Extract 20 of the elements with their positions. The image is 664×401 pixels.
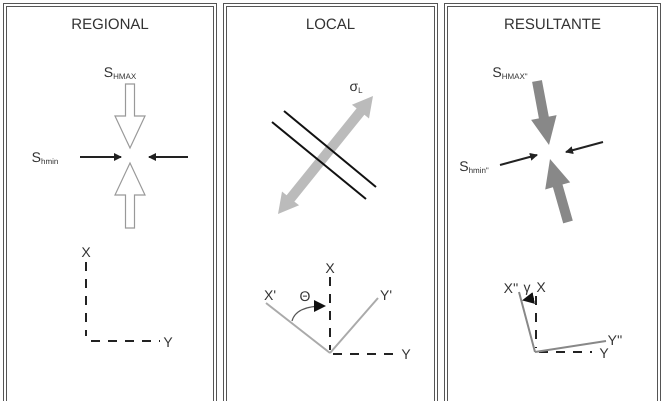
axis-label: γ <box>524 280 530 294</box>
axis-label: X <box>325 261 335 275</box>
axis-label: S$_{HMAX"}$ <box>492 65 528 79</box>
axis-label: σ$_{L}$ <box>349 79 363 93</box>
axis-label: X'' <box>504 281 518 295</box>
axis-label: Θ <box>300 289 310 303</box>
panel-heading: LOCAL <box>306 17 356 32</box>
axis-label: Y <box>599 346 609 360</box>
axis-label: X <box>81 245 91 259</box>
axis-label: X' <box>264 288 276 302</box>
axis-label: S$_{hmin}$ <box>32 150 58 164</box>
axis-label: S$_{HMAX}$ <box>104 65 136 79</box>
axis-label: Y'' <box>608 333 622 347</box>
panel-heading: REGIONAL <box>71 17 149 32</box>
axis-label: X <box>536 280 546 294</box>
axis-label: Y' <box>380 288 392 302</box>
axis-label: S$_{hmin"}$ <box>459 159 489 173</box>
axis-label: Y <box>401 347 411 361</box>
panel-heading: RESULTANTE <box>504 17 601 32</box>
axis-label: Y <box>163 335 173 349</box>
